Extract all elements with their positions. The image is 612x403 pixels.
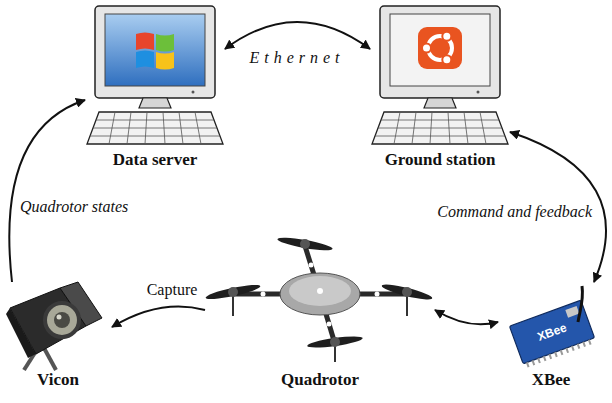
device-node: Ground station xyxy=(370,4,510,172)
curved-arrow xyxy=(225,22,370,49)
device-label: Data server xyxy=(82,150,228,170)
computer-icon xyxy=(87,6,223,144)
connection-label: Quadrotor states xyxy=(18,198,130,216)
camera-icon xyxy=(6,282,102,370)
curved-arrow xyxy=(435,310,498,324)
xbee-module-icon xyxy=(509,286,596,368)
device-node: Data server xyxy=(85,4,225,172)
device-label: Vicon xyxy=(1,370,115,390)
computer-icon xyxy=(372,6,508,144)
connection-label: Command and feedback xyxy=(435,203,594,221)
device-node: Quadrotor xyxy=(205,232,435,392)
curved-arrow xyxy=(9,100,85,282)
connection-label: Capture xyxy=(145,281,200,299)
quadrotor-icon xyxy=(205,235,433,362)
device-node: Vicon xyxy=(4,282,112,392)
device-label: Ground station xyxy=(367,150,513,170)
device-label: Quadrotor xyxy=(202,370,438,390)
connection-label: Ethernet xyxy=(247,49,346,67)
curved-arrow xyxy=(112,306,205,327)
device-label: XBee xyxy=(495,370,607,390)
